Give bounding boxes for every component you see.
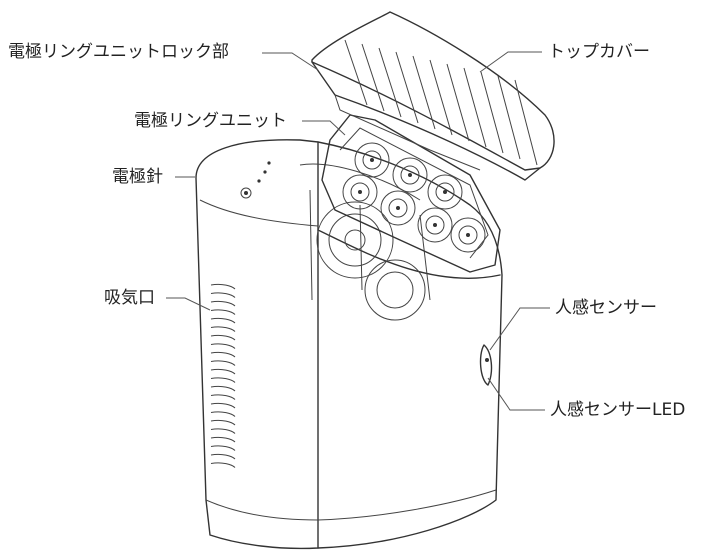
intake-slot: [210, 385, 236, 392]
electrode-ring-inner: [388, 198, 408, 218]
intake-slot: [210, 326, 236, 332]
label-top-cover: トップカバー: [548, 42, 650, 62]
leader-intake: [166, 297, 211, 311]
grille-bar: [497, 75, 521, 160]
device-body: [195, 139, 503, 550]
electrode-ring-inner: [435, 182, 455, 202]
intake-slot: [210, 351, 236, 358]
electrode-ring: [427, 174, 463, 210]
electrode-ring-inner: [458, 225, 478, 245]
grille-bar: [480, 71, 504, 154]
inner-chamber: [299, 163, 431, 321]
leader-lock: [262, 52, 319, 71]
grille-bar: [412, 55, 436, 130]
air-intake-slots: [210, 283, 236, 468]
electrode-needle-tip: [408, 173, 412, 177]
intake-slot: [210, 411, 236, 417]
electrode-ring-inner: [362, 150, 382, 170]
intake-slot: [210, 453, 236, 460]
grille-bar: [429, 59, 453, 136]
intake-slot: [210, 436, 236, 443]
intake-slot: [210, 419, 236, 426]
electrode-ring-inner: [425, 215, 445, 235]
electrode-ring: [380, 190, 416, 226]
electrode-ring: [417, 207, 453, 243]
intake-slot: [210, 309, 236, 315]
intake-slot: [210, 368, 236, 375]
grille-bar: [344, 39, 368, 106]
intake-slot: [210, 445, 236, 451]
electrode-ring: [392, 157, 428, 193]
intake-slot: [210, 292, 236, 298]
label-air-intake: 吸気口: [104, 288, 155, 308]
intake-slot: [210, 402, 236, 409]
intake-slot: [210, 462, 236, 468]
leader-sensor-led: [487, 377, 545, 411]
electrode-ring: [354, 142, 390, 178]
electrode-needle-tip: [466, 233, 470, 237]
leader-ring-unit: [302, 120, 346, 136]
electrode-needle-tip: [433, 223, 437, 227]
grille-bar: [378, 47, 402, 118]
grille-bar: [514, 79, 538, 166]
intake-slot: [210, 394, 236, 400]
electrode-needle-tip: [370, 158, 374, 162]
intake-slot: [210, 317, 236, 324]
grille-bar: [446, 63, 470, 142]
electrode-needle-tip: [443, 190, 447, 194]
electrode-ring: [450, 217, 486, 253]
electrode-needle-tip: [358, 190, 362, 194]
leader-top-cover: [479, 51, 542, 73]
leader-lines: [166, 51, 550, 411]
intake-slot: [210, 283, 236, 290]
grille-bar: [463, 67, 487, 148]
electrode-ring: [342, 174, 378, 210]
intake-slot: [210, 334, 236, 341]
label-motion-sensor-led: 人感センサーLED: [550, 400, 686, 420]
intake-slot: [210, 343, 236, 349]
label-motion-sensor: 人感センサー: [555, 298, 657, 318]
label-electrode-needle: 電極針: [112, 167, 163, 187]
electrode-ring-inner: [400, 165, 420, 185]
intake-slot: [210, 428, 236, 434]
top-cover-drawing: [311, 11, 555, 181]
electrode-ring-inner: [350, 182, 370, 202]
leader-sensor: [489, 307, 550, 351]
grille-bar: [361, 43, 385, 112]
label-electrode-ring-unit: 電極リングユニット: [134, 111, 287, 131]
intake-slot: [210, 377, 236, 383]
intake-slot: [210, 360, 236, 366]
electrode-needle-tip: [396, 206, 400, 210]
label-electrode-ring-lock: 電極リングユニットロック部: [8, 42, 229, 62]
electrode-ring-unit-drawing: [321, 114, 501, 273]
intake-slot: [210, 300, 236, 307]
grille-bar: [395, 51, 419, 124]
